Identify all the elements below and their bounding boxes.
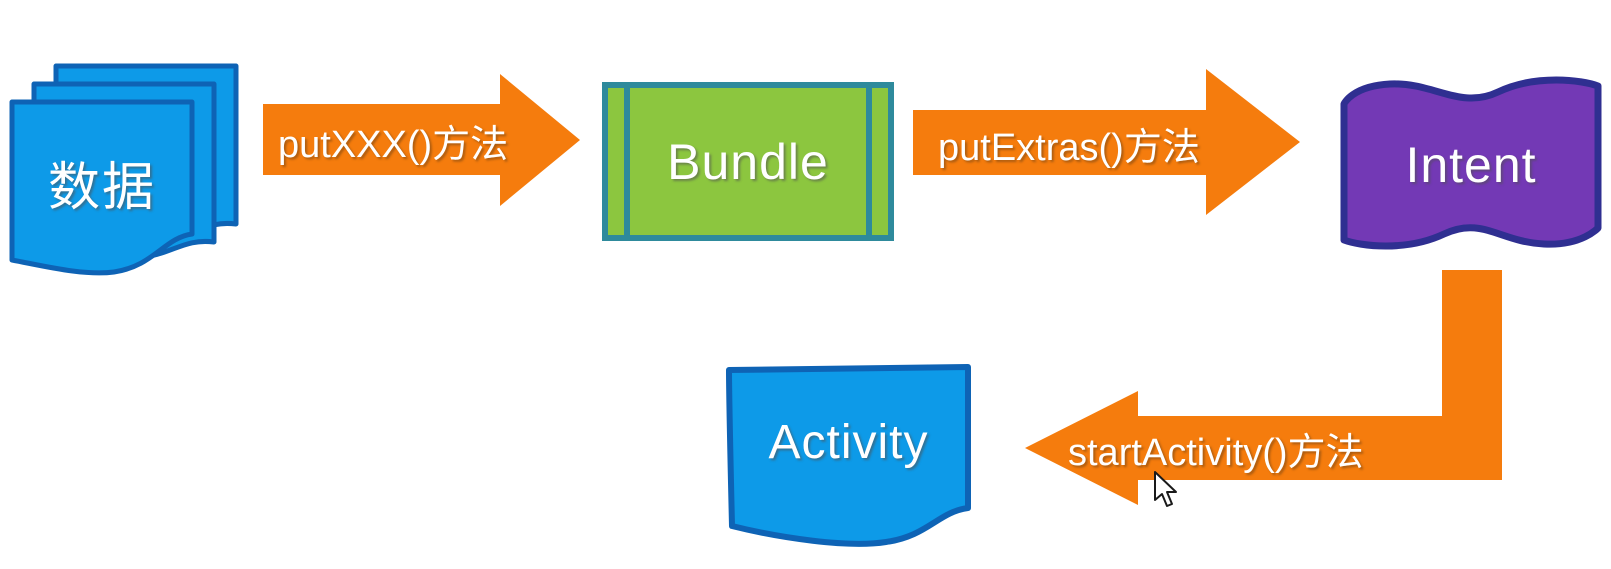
node-bundle[interactable]: Bundle (600, 80, 896, 245)
arrow-start-activity[interactable]: startActivity()方法 (1020, 265, 1510, 515)
arrow-put-extras[interactable]: putExtras()方法 (908, 60, 1308, 225)
node-data[interactable]: 数据 (4, 52, 254, 292)
data-stack-layer-front (9, 99, 195, 276)
node-intent[interactable]: Intent (1330, 70, 1611, 260)
arrow-put-xxx[interactable]: putXXX()方法 (258, 68, 588, 213)
node-activity[interactable]: Activity (720, 358, 982, 548)
